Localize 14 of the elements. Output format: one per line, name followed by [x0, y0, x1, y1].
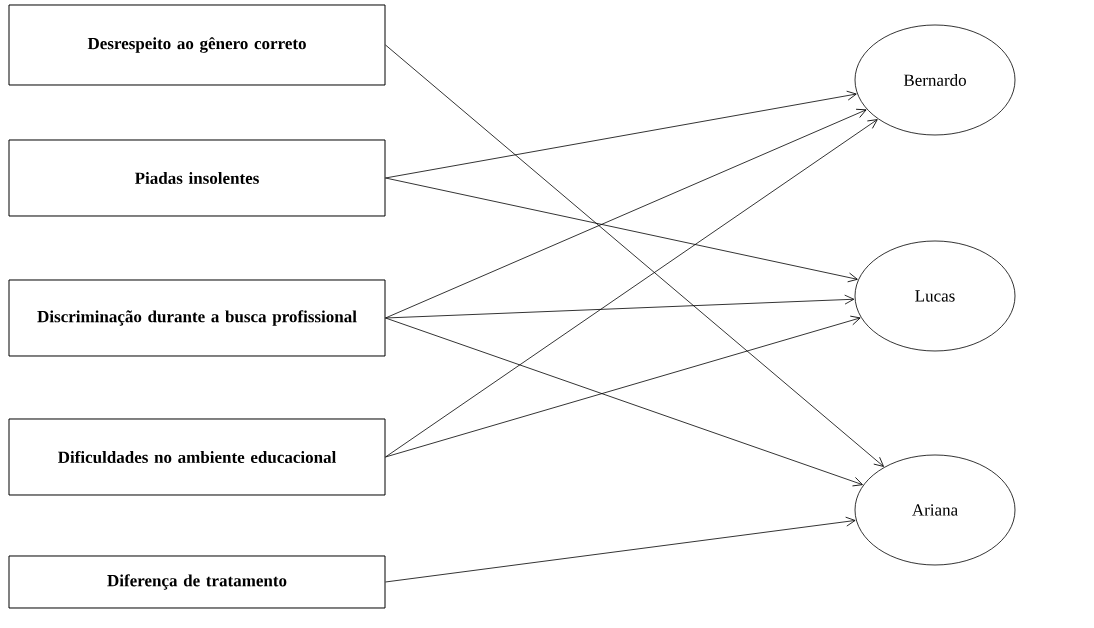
text-box: Diferença de tratamento	[8, 555, 386, 609]
text-box: Piadas insolentes	[8, 139, 386, 217]
arrow	[385, 108, 867, 319]
arrow	[385, 315, 861, 458]
text-box: Desrespeito ao gênero correto	[8, 4, 386, 86]
arrow	[385, 90, 857, 179]
arrow	[385, 317, 863, 487]
text-box: Discriminação durante a busca profissional	[8, 279, 386, 357]
arrow	[385, 516, 856, 583]
arrow	[385, 177, 858, 283]
text-box: Dificuldades no ambiente educacional	[8, 418, 386, 496]
arrow	[385, 294, 855, 319]
arrow	[385, 44, 884, 467]
arrow	[385, 119, 878, 458]
